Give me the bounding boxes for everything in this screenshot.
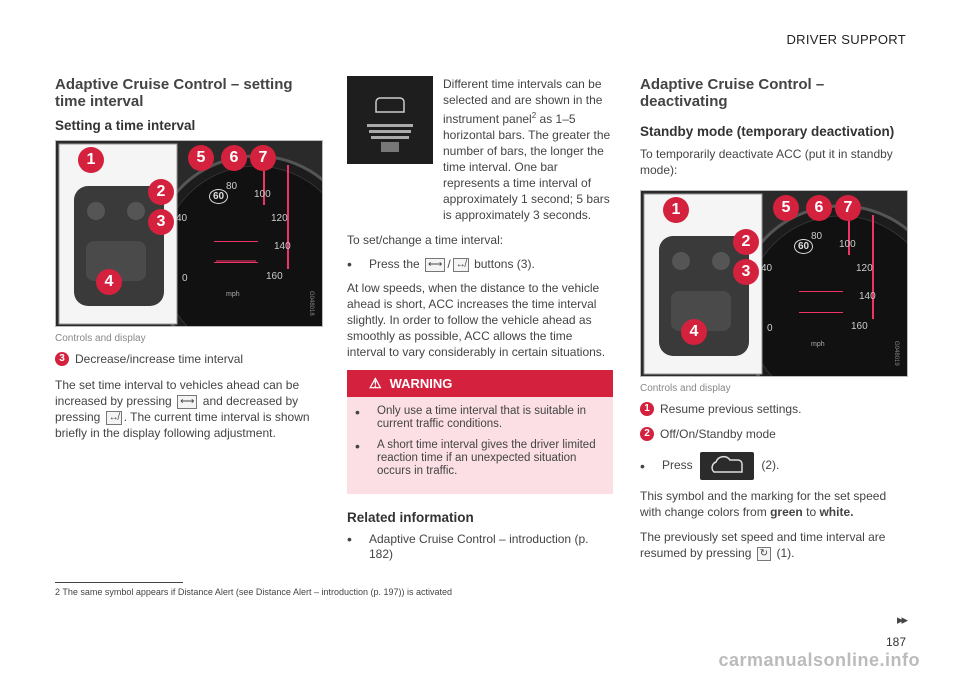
figure-caption: Controls and display xyxy=(640,383,731,394)
callout-7: 7 xyxy=(250,145,276,171)
figure-code: G048019 xyxy=(893,341,899,366)
speed-tick-0: 0 xyxy=(767,323,773,334)
warning-box: ⚠ WARNING •Only use a time interval that… xyxy=(347,370,613,494)
warning-triangle-icon: ⚠ xyxy=(369,375,382,391)
callout-5: 5 xyxy=(773,195,799,221)
set-speed-marker: 60 xyxy=(794,239,814,254)
subheading: Setting a time interval xyxy=(55,118,196,133)
time-interval-bars xyxy=(799,291,843,313)
callout-4: 4 xyxy=(681,319,707,345)
next-page-icon: ▸▸ xyxy=(896,612,908,627)
callout-6: 6 xyxy=(221,145,247,171)
controls-figure-2: 60 40 80 100 120 140 160 0 mph G048019 1… xyxy=(640,190,908,377)
running-header: DRIVER SUPPORT xyxy=(786,32,906,47)
page-number: 187 xyxy=(885,635,906,649)
paragraph: To set/change a time interval: xyxy=(347,233,504,247)
speed-tick-100: 100 xyxy=(254,189,271,200)
unit-label: mph xyxy=(226,291,240,298)
speed-tick-0: 0 xyxy=(182,273,188,284)
warning-item: •A short time interval gives the driver … xyxy=(355,438,596,477)
callout-3: 3 xyxy=(733,259,759,285)
car-ahead-icon xyxy=(347,76,433,164)
unit-label: mph xyxy=(811,341,825,348)
related-heading: Related information xyxy=(347,510,474,525)
resume-icon: ↻ xyxy=(756,547,772,561)
speed-tick-80: 80 xyxy=(226,181,238,192)
set-speed-marker: 60 xyxy=(209,189,229,204)
callout-1: 1 xyxy=(663,197,689,223)
section-heading: Adaptive Cruise Control – setting time i… xyxy=(55,76,293,110)
speed-tick-160: 160 xyxy=(851,321,868,332)
speed-tick-80: 80 xyxy=(811,231,823,242)
paragraph: Different time intervals can be selected… xyxy=(443,77,611,222)
warning-item: •Only use a time interval that is suitab… xyxy=(355,404,587,430)
instrument-display-image xyxy=(347,76,433,164)
speed-tick-140: 140 xyxy=(274,241,291,252)
callout-number: 1 xyxy=(640,402,654,416)
section-heading: Adaptive Cruise Control – deactivating xyxy=(640,76,825,110)
bullet-item: • Press the ⟷/↮ buttons (3). xyxy=(347,256,535,272)
callout-2: 2 xyxy=(733,229,759,255)
time-interval-bars xyxy=(214,241,258,263)
callout-1: 1 xyxy=(78,147,104,173)
controls-figure: 60 40 80 100 120 140 160 0 mph G048018 1… xyxy=(55,140,323,327)
callout-number: 2 xyxy=(640,427,654,441)
decrease-interval-icon: ↮ xyxy=(105,411,122,425)
footnote: 2 The same symbol appears if Distance Al… xyxy=(55,587,453,597)
footnote-rule xyxy=(55,582,183,583)
bullet-item: • Press (2). xyxy=(640,452,908,480)
paragraph: At low speeds, when the distance to the … xyxy=(347,281,606,359)
callout-7: 7 xyxy=(835,195,861,221)
speed-tick-100: 100 xyxy=(839,239,856,250)
callout-4: 4 xyxy=(96,269,122,295)
column-1: Adaptive Cruise Control – setting time i… xyxy=(55,76,323,450)
speed-tick-140: 140 xyxy=(859,291,876,302)
callout-2: 2 xyxy=(148,179,174,205)
paragraph: This symbol and the marking for the set … xyxy=(640,489,887,519)
speed-tick-40: 40 xyxy=(761,263,773,274)
warning-header: ⚠ WARNING xyxy=(347,370,613,397)
paragraph: The set time interval to vehicles ahead … xyxy=(55,378,310,440)
speed-tick-120: 120 xyxy=(856,263,873,274)
callout-5: 5 xyxy=(188,145,214,171)
acc-standby-button-icon xyxy=(700,452,755,480)
related-link[interactable]: •Adaptive Cruise Control – introduction … xyxy=(347,531,589,561)
paragraph: The previously set speed and time interv… xyxy=(640,530,886,561)
paragraph: To temporarily deactivate ACC (put it in… xyxy=(640,147,893,177)
column-2: Different time intervals can be selected… xyxy=(347,76,613,570)
speed-tick-160: 160 xyxy=(266,271,283,282)
increase-interval-icon: ⟷ xyxy=(425,258,446,272)
speed-tick-120: 120 xyxy=(271,213,288,224)
legend-item-3: 3 Decrease/increase time interval xyxy=(55,352,323,367)
intro-block: Different time intervals can be selected… xyxy=(347,76,613,223)
subheading: Standby mode (temporary deactivation) xyxy=(640,124,895,139)
watermark: carmanualsonline.info xyxy=(718,650,920,670)
figure-code: G048018 xyxy=(308,291,314,316)
column-3: Adaptive Cruise Control – deactivating S… xyxy=(640,76,908,570)
figure-caption: Controls and display xyxy=(55,333,146,344)
callout-3: 3 xyxy=(148,209,174,235)
callout-number: 3 xyxy=(55,352,69,366)
increase-interval-icon: ⟷ xyxy=(177,395,198,409)
callout-6: 6 xyxy=(806,195,832,221)
speed-tick-40: 40 xyxy=(176,213,188,224)
decrease-interval-icon: ↮ xyxy=(452,258,469,272)
